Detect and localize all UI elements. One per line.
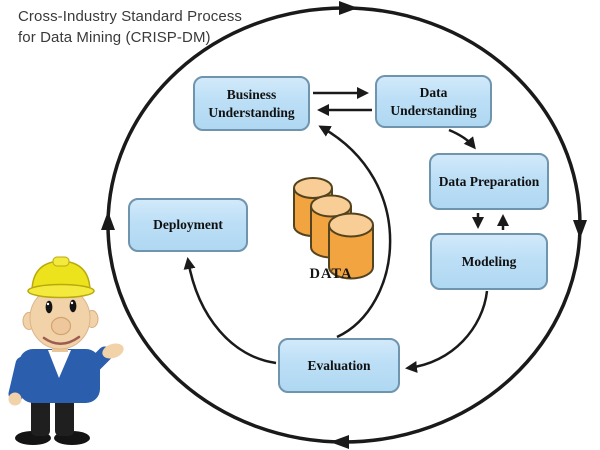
node-data-preparation: Data Preparation — [429, 153, 549, 210]
arrow-modeling-to-evaluation — [405, 290, 489, 373]
page-title-line-2: for Data Mining (CRISP-DM) — [18, 28, 211, 46]
node-modeling: Modeling — [430, 233, 548, 290]
cycle-arrowhead-right — [573, 220, 587, 239]
cycle-arrowhead-top — [339, 1, 358, 15]
node-business-understanding: Business Understanding — [193, 76, 310, 131]
page-title-line-1: Cross-Industry Standard Process — [18, 8, 243, 25]
arrow-evaluation-to-deployment — [183, 257, 277, 365]
page-title: Cross-Industry Standard Process for Data… — [18, 7, 242, 48]
cycle-arrowhead-bottom — [330, 435, 349, 449]
process-cycle-circle — [101, 1, 587, 449]
flow-arrows — [183, 87, 509, 373]
data-label: DATA — [309, 266, 353, 282]
node-evaluation: Evaluation — [278, 338, 400, 393]
node-data-understanding: Data Understanding — [375, 75, 492, 128]
arrow-data-understanding-to-preparation — [448, 128, 476, 150]
cycle-arrowhead-left — [101, 211, 115, 230]
database-cylinder-front — [328, 212, 374, 280]
node-deployment: Deployment — [128, 198, 248, 252]
arrow-evaluation-to-business — [318, 125, 392, 339]
database-cylinders-icon — [293, 177, 374, 280]
construction-worker-icon — [8, 256, 124, 445]
